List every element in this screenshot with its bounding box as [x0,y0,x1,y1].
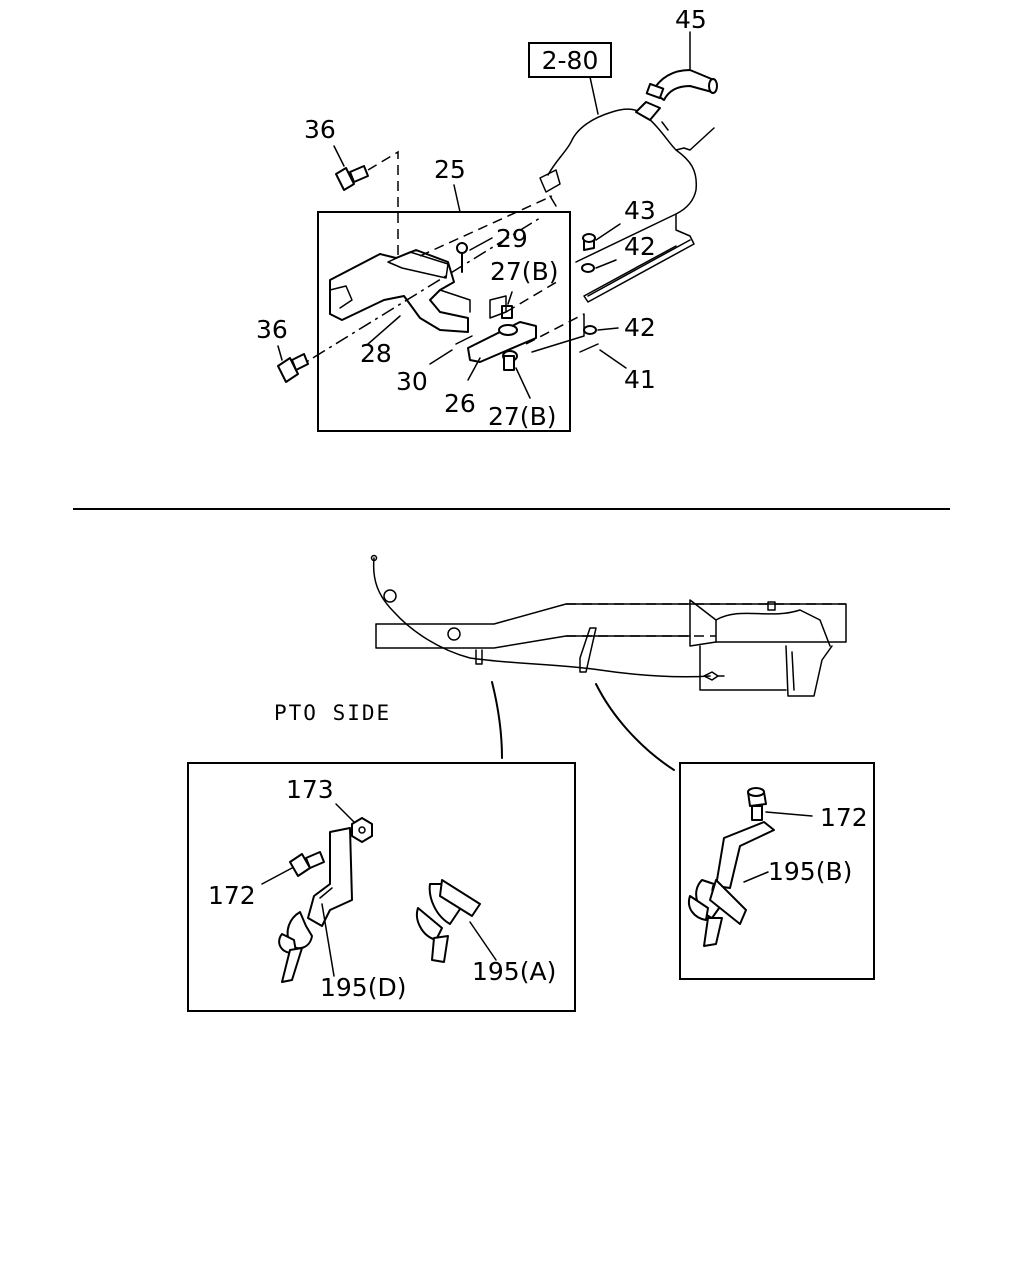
bolt-36-top [335,167,355,191]
transmission-housing [547,108,715,303]
callout-27b-lower: 27(B) [488,402,556,431]
callout-195a: 195(A) [472,957,556,986]
pto-side-label: PTO SIDE [274,701,391,725]
callout-30: 30 [396,367,428,396]
nut-173 [351,817,373,843]
callout-42-top: 42 [624,232,656,261]
callout-41: 41 [624,365,656,394]
callout-25: 25 [434,155,466,184]
callout-172-left: 172 [208,881,256,910]
callout-172-right: 172 [820,803,868,832]
callout-195d: 195(D) [320,973,406,1002]
callout-26: 26 [444,389,476,418]
callout-27b-top: 27(B) [490,257,558,286]
frame-rail [375,603,847,643]
shift-lever [467,321,537,363]
callout-42-lower: 42 [624,313,656,342]
detail-frame-lower-left [187,762,576,1012]
pto-cable [372,557,711,678]
detail-frame-lower-right [679,762,875,980]
lever-bracket [329,249,469,333]
clip-bracket-195d [307,827,353,927]
lower-assembly: PTO SIDE 173 172 195(A) 195(D) [187,554,875,1012]
callout-45: 45 [675,5,707,34]
clip-bracket-195b [715,821,775,889]
callout-36-top: 36 [304,115,336,144]
callout-28: 28 [360,339,392,368]
reference-box [528,42,612,78]
upper-assembly: 2-80 [256,5,718,432]
reference-box-label: 2-80 [542,46,599,75]
callout-29: 29 [496,224,528,253]
callout-43: 43 [624,196,656,225]
callout-195b: 195(B) [768,857,852,886]
callout-36-lower: 36 [256,315,288,344]
callout-173: 173 [286,775,334,804]
